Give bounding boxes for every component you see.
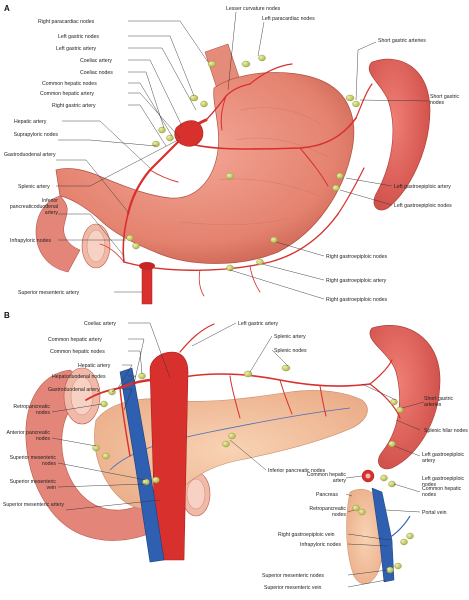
inset-nodes	[352, 474, 414, 574]
leader-lines-inset	[345, 475, 421, 588]
label-superior-mesenteric-vein-b: Superior mesenteric vein	[10, 479, 56, 491]
label-inferior-pancreatic-nodes: Inferior pancreatic nodes	[268, 468, 326, 474]
label-superior-mesenteric-nodes-b: Superior mesenteric nodes	[10, 455, 56, 467]
label-common-hepatic-artery-b: Common hepatic artery	[48, 337, 102, 343]
label-coeliac-artery: Coeliac artery	[80, 58, 112, 64]
duodenum-lumen-upper-b	[70, 376, 94, 416]
label-left-gastric-nodes: Left gastric nodes	[58, 34, 99, 40]
label-left-gastroepiploic-nodes-a: Left gastroepiploic nodes	[394, 203, 452, 209]
label-inset-retropancreatic-nodes: Retropancreatic nodes	[309, 506, 346, 518]
inset-portal-vein	[371, 487, 395, 583]
label-right-gastroepiploic-nodes-1: Right gastroepiploic nodes	[326, 254, 388, 260]
leader-lines-a	[56, 11, 431, 300]
label-infrapyloric-nodes-a: Infrapyloric nodes	[10, 238, 51, 244]
label-short-gastric-arteries-a: Short gastric arteries	[378, 38, 426, 44]
stomach-rugae-a	[179, 107, 331, 225]
coeliac-trunk-a	[174, 120, 204, 147]
label-gastroduodenal-artery-b: Gastroduodenal artery	[48, 387, 100, 393]
label-left-gastric-artery-b: Left gastric artery	[238, 321, 278, 327]
label-splenic-hilar-nodes: Splenic hilar nodes	[424, 428, 468, 434]
label-left-paracardiac-nodes: Left paracardiac nodes	[262, 16, 315, 22]
label-left-gastric-artery: Left gastric artery	[56, 46, 96, 52]
label-splenic-artery-a: Splenic artery	[18, 184, 50, 190]
leader-lines-b	[51, 322, 425, 511]
portal-smv-b	[119, 367, 165, 563]
label-right-gastric-artery: Right gastric artery	[52, 103, 96, 109]
sma-cut-a	[139, 262, 155, 270]
label-superior-mesenteric-artery-a: Superior mesenteric artery	[18, 290, 80, 296]
label-inferior-pancreaticoduodenal: Inferior pancreaticoduodenal artery	[10, 198, 58, 216]
label-short-gastric-arteries-b: Short gastric arteries	[424, 396, 453, 408]
label-inset-superior-mesenteric-nodes: Superior mesenteric nodes	[262, 573, 324, 579]
label-short-gastric-nodes: Short gastric nodes	[430, 94, 459, 106]
label-inset-portal-vein: Portal vein	[422, 510, 447, 516]
spleen-a	[368, 58, 431, 211]
label-splenic-artery-b: Splenic artery	[274, 334, 306, 340]
label-left-gastroepiploic-artery-b: Left gastroepiploic artery	[422, 452, 464, 464]
inset-hepatic-artery-lumen	[365, 473, 371, 479]
label-coeliac-artery-b: Coeliac artery	[84, 321, 116, 327]
label-left-gastroepiploic-nodes-b: Left gastroepiploic nodes	[422, 476, 464, 488]
label-superior-mesenteric-artery-b: Superior mesenteric artery	[3, 502, 64, 508]
label-gastroduodenal-artery-a: Gastroduodenal artery	[4, 152, 56, 158]
label-hepatic-artery: Hepatic artery	[14, 119, 47, 125]
lymph-nodes-a	[126, 54, 360, 272]
panel-a-letter: A	[4, 4, 10, 13]
label-inset-superior-mesenteric-vein: Superior mesenteric vein	[264, 585, 321, 591]
label-coeliac-nodes: Coeliac nodes	[80, 70, 113, 76]
label-suprapyloric-nodes: Suprapyloric nodes	[14, 132, 58, 138]
aorta-b	[149, 351, 189, 561]
label-right-paracardiac-nodes: Right paracardiac nodes	[38, 19, 95, 25]
label-splenic-nodes: Splenic nodes	[274, 348, 307, 354]
label-hepatoduodenal-nodes: Hepatoduodenal nodes	[52, 374, 106, 380]
label-lesser-curvature-nodes: Lesser curvature nodes	[226, 6, 281, 12]
inset-right-ge-vein	[385, 515, 411, 541]
label-right-gastroepiploic-nodes-2: Right gastroepiploic nodes	[326, 297, 388, 303]
spleen-b	[369, 325, 441, 470]
label-inset-common-hepatic-artery: Common hepatic artery	[307, 472, 346, 484]
label-inset-infrapyloric-nodes: Infrapyloric nodes	[300, 542, 341, 548]
label-hepatic-artery-b: Hepatic artery	[78, 363, 111, 369]
stomach-a	[55, 72, 355, 264]
label-inset-right-gastroepiploic-vein: Right gastroepiploic vein	[278, 532, 335, 538]
label-inset-common-hepatic-nodes: Common hepatic nodes	[422, 486, 461, 498]
label-retropancreatic-nodes-b: Retropancreatic nodes	[13, 404, 50, 416]
duodenum-a	[35, 195, 81, 273]
label-common-hepatic-artery: Common hepatic artery	[40, 91, 94, 97]
duodenum-lumen-lower-b	[186, 478, 206, 510]
label-inset-pancreas: Pancreas	[316, 492, 338, 498]
label-common-hepatic-nodes-b: Common hepatic nodes	[50, 349, 105, 355]
label-right-gastroepiploic-artery: Right gastroepiploic artery	[326, 278, 387, 284]
panel-b-letter: B	[4, 311, 10, 320]
label-left-gastroepiploic-artery-a: Left gastroepiploic artery	[394, 184, 451, 190]
arteries-b	[85, 323, 401, 457]
label-anterior-pancreatic-nodes: Anterior pancreatic nodes	[6, 430, 50, 442]
label-common-hepatic-nodes: Common hepatic nodes	[42, 81, 97, 87]
duodenum-lumen-a	[86, 229, 106, 263]
